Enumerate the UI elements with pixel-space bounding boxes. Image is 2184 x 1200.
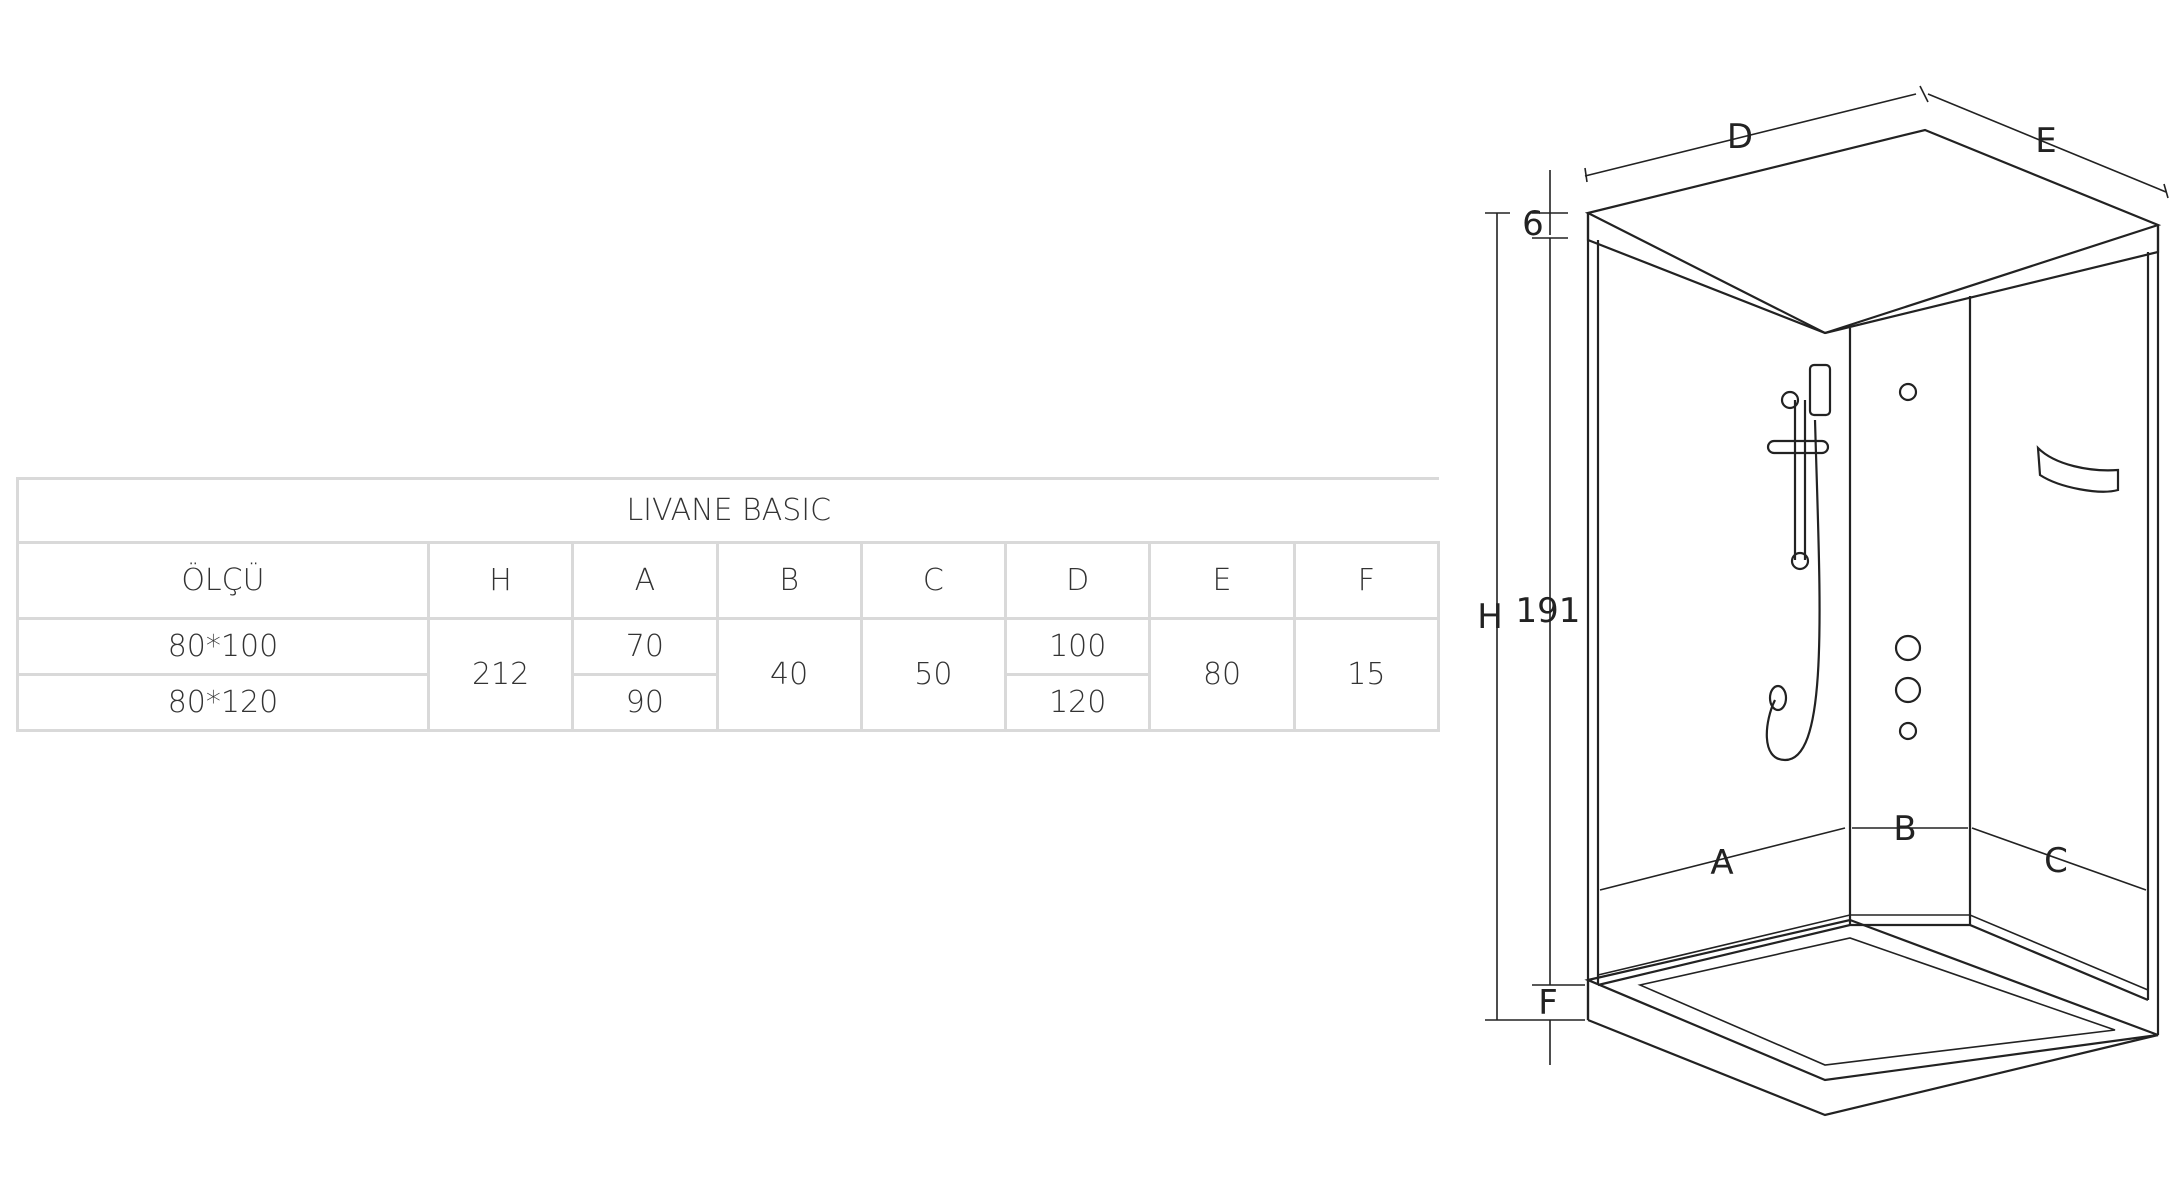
header-c: C bbox=[859, 541, 1008, 620]
roof bbox=[1584, 128, 2162, 335]
shelf-icon bbox=[2036, 445, 2120, 493]
a-value-cell: 90 bbox=[571, 673, 719, 732]
d-value-cell: 120 bbox=[1004, 673, 1152, 732]
dim-a-line bbox=[1599, 827, 1846, 891]
dim-d-tick bbox=[1584, 167, 1588, 183]
shower-fittings bbox=[1765, 363, 2120, 762]
header-b: B bbox=[715, 541, 863, 620]
back-floor-line bbox=[1597, 923, 2149, 1002]
dim-e-line bbox=[1927, 93, 2167, 193]
label-e: E bbox=[2035, 121, 2056, 161]
handle-bar bbox=[1766, 439, 1830, 455]
label-f: F bbox=[1538, 983, 1558, 1023]
label-191: 191 bbox=[1516, 591, 1581, 631]
label-d: D bbox=[1727, 117, 1753, 157]
shower-tray-inner bbox=[1637, 937, 2116, 1066]
body-jet-icon bbox=[1898, 721, 1918, 741]
label-six: 6 bbox=[1522, 204, 1544, 244]
table-row: 80*120 90 120 bbox=[16, 673, 1439, 732]
hose-end-icon bbox=[1768, 684, 1788, 712]
spec-table: LIVANE BASIC ÖLÇÜ H A B C D E F 80*100 2… bbox=[16, 477, 1441, 732]
table-title: LIVANE BASIC bbox=[16, 477, 1439, 544]
header-e: E bbox=[1148, 541, 1296, 620]
table-header-row: ÖLÇÜ H A B C D E F bbox=[16, 541, 1441, 620]
label-c: C bbox=[2044, 841, 2068, 881]
body-jet-icon bbox=[1894, 676, 1922, 704]
label-h: H bbox=[1477, 597, 1503, 637]
header-olcu: ÖLÇÜ bbox=[16, 541, 430, 620]
shower-cabin-diagram: D E 6 H 191 A B C F bbox=[1477, 85, 2169, 1117]
d-value-cell: 100 bbox=[1004, 617, 1152, 676]
bar-top-knob bbox=[1780, 390, 1800, 410]
c-value-cell: 50 bbox=[859, 617, 1008, 732]
dim-c-line bbox=[1971, 827, 2147, 891]
dim-de-tick bbox=[1919, 85, 1929, 103]
f-value-cell: 15 bbox=[1292, 617, 1441, 732]
e-value-cell: 80 bbox=[1148, 617, 1296, 732]
h-value-cell: 212 bbox=[426, 617, 575, 732]
b-value-cell: 40 bbox=[715, 617, 863, 732]
dimension-labels: D E 6 H 191 A B C F bbox=[1477, 117, 2068, 1023]
header-d: D bbox=[1004, 541, 1152, 620]
table-row: 80*100 212 70 40 50 100 80 15 bbox=[16, 617, 1441, 732]
top-nozzle-icon bbox=[1898, 382, 1918, 402]
dim-e-tick bbox=[2163, 183, 2169, 199]
body-jet-icon bbox=[1894, 634, 1922, 662]
table-title-row: LIVANE BASIC bbox=[16, 477, 1439, 544]
size-cell: 80*100 bbox=[16, 617, 430, 676]
bar-bottom-knob bbox=[1790, 551, 1810, 571]
shower-head-icon bbox=[1808, 363, 1832, 417]
cabin-outline bbox=[1584, 128, 2162, 1117]
header-f: F bbox=[1292, 541, 1441, 620]
size-cell: 80*120 bbox=[16, 673, 430, 732]
label-a: A bbox=[1710, 843, 1733, 883]
shower-hose bbox=[1765, 419, 1821, 762]
dimension-lines bbox=[1485, 85, 2169, 1065]
label-b: B bbox=[1893, 809, 1916, 849]
shower-tray-base bbox=[1587, 1018, 2159, 1117]
dim-d-line bbox=[1584, 93, 1917, 177]
header-a: A bbox=[571, 541, 719, 620]
back-floor-line-2 bbox=[1597, 914, 2149, 991]
a-value-cell: 70 bbox=[571, 617, 719, 676]
header-h: H bbox=[426, 541, 575, 620]
